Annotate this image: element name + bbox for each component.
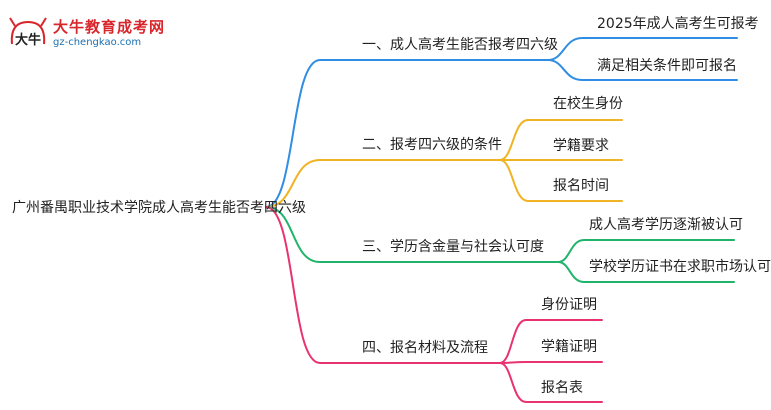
site-logo: 大牛 大牛教育成考网 gz-chengkao.com: [6, 14, 176, 56]
leaf-4-3-connector: [499, 362, 603, 403]
bull-logo-icon: 大牛: [9, 17, 47, 48]
leaf-4-2-connector: [499, 361, 603, 364]
leaf-3-2: 学校学历证书在求职市场认可: [589, 259, 771, 275]
leaf-2-1: 在校生身份: [553, 96, 623, 112]
branch-4-label: 四、报名材料及流程: [362, 340, 488, 356]
leaf-1-1-connector: [547, 37, 738, 61]
mindmap-links: [265, 37, 738, 403]
leaf-2-3: 报名时间: [553, 178, 609, 194]
leaf-2-2: 学籍要求: [553, 138, 609, 154]
branch-4-connector: [265, 206, 501, 364]
branch-3-label: 三、学历含金量与社会认可度: [362, 239, 544, 255]
branch-2-label: 二、报考四六级的条件: [362, 137, 502, 153]
leaf-4-2: 学籍证明: [541, 339, 597, 355]
leaf-2-3-connector: [499, 159, 623, 202]
root-topic: 广州番禺职业技术学院成人高考生能否考四六级: [12, 200, 306, 216]
branch-2-connector: [265, 159, 501, 208]
logo-url: gz-chengkao.com: [53, 37, 142, 48]
leaf-1-2: 满足相关条件即可报名: [597, 58, 737, 74]
leaf-3-1: 成人高考学历逐渐被认可: [589, 217, 743, 233]
logo-mark-text: 大牛: [15, 32, 41, 48]
mindmap-canvas: 大牛 大牛教育成考网 gz-chengkao.com 广州番禺职业技术学院成人高…: [6, 14, 771, 403]
branch-1-label: 一、成人高考生能否报考四六级: [362, 37, 558, 53]
leaf-2-1-connector: [499, 119, 623, 161]
logo-name: 大牛教育成考网: [53, 18, 166, 36]
leaf-1-1: 2025年成人高考生可报考: [597, 16, 759, 32]
leaf-3-1-connector: [557, 239, 735, 263]
branch-3-connector: [265, 206, 559, 263]
leaf-4-1-connector: [499, 319, 603, 364]
branch-1-connector: [265, 59, 549, 208]
leaf-1-2-connector: [547, 59, 738, 81]
leaf-4-3: 报名表: [541, 380, 583, 396]
leaf-4-1: 身份证明: [541, 297, 597, 313]
leaf-3-2-connector: [557, 261, 735, 283]
